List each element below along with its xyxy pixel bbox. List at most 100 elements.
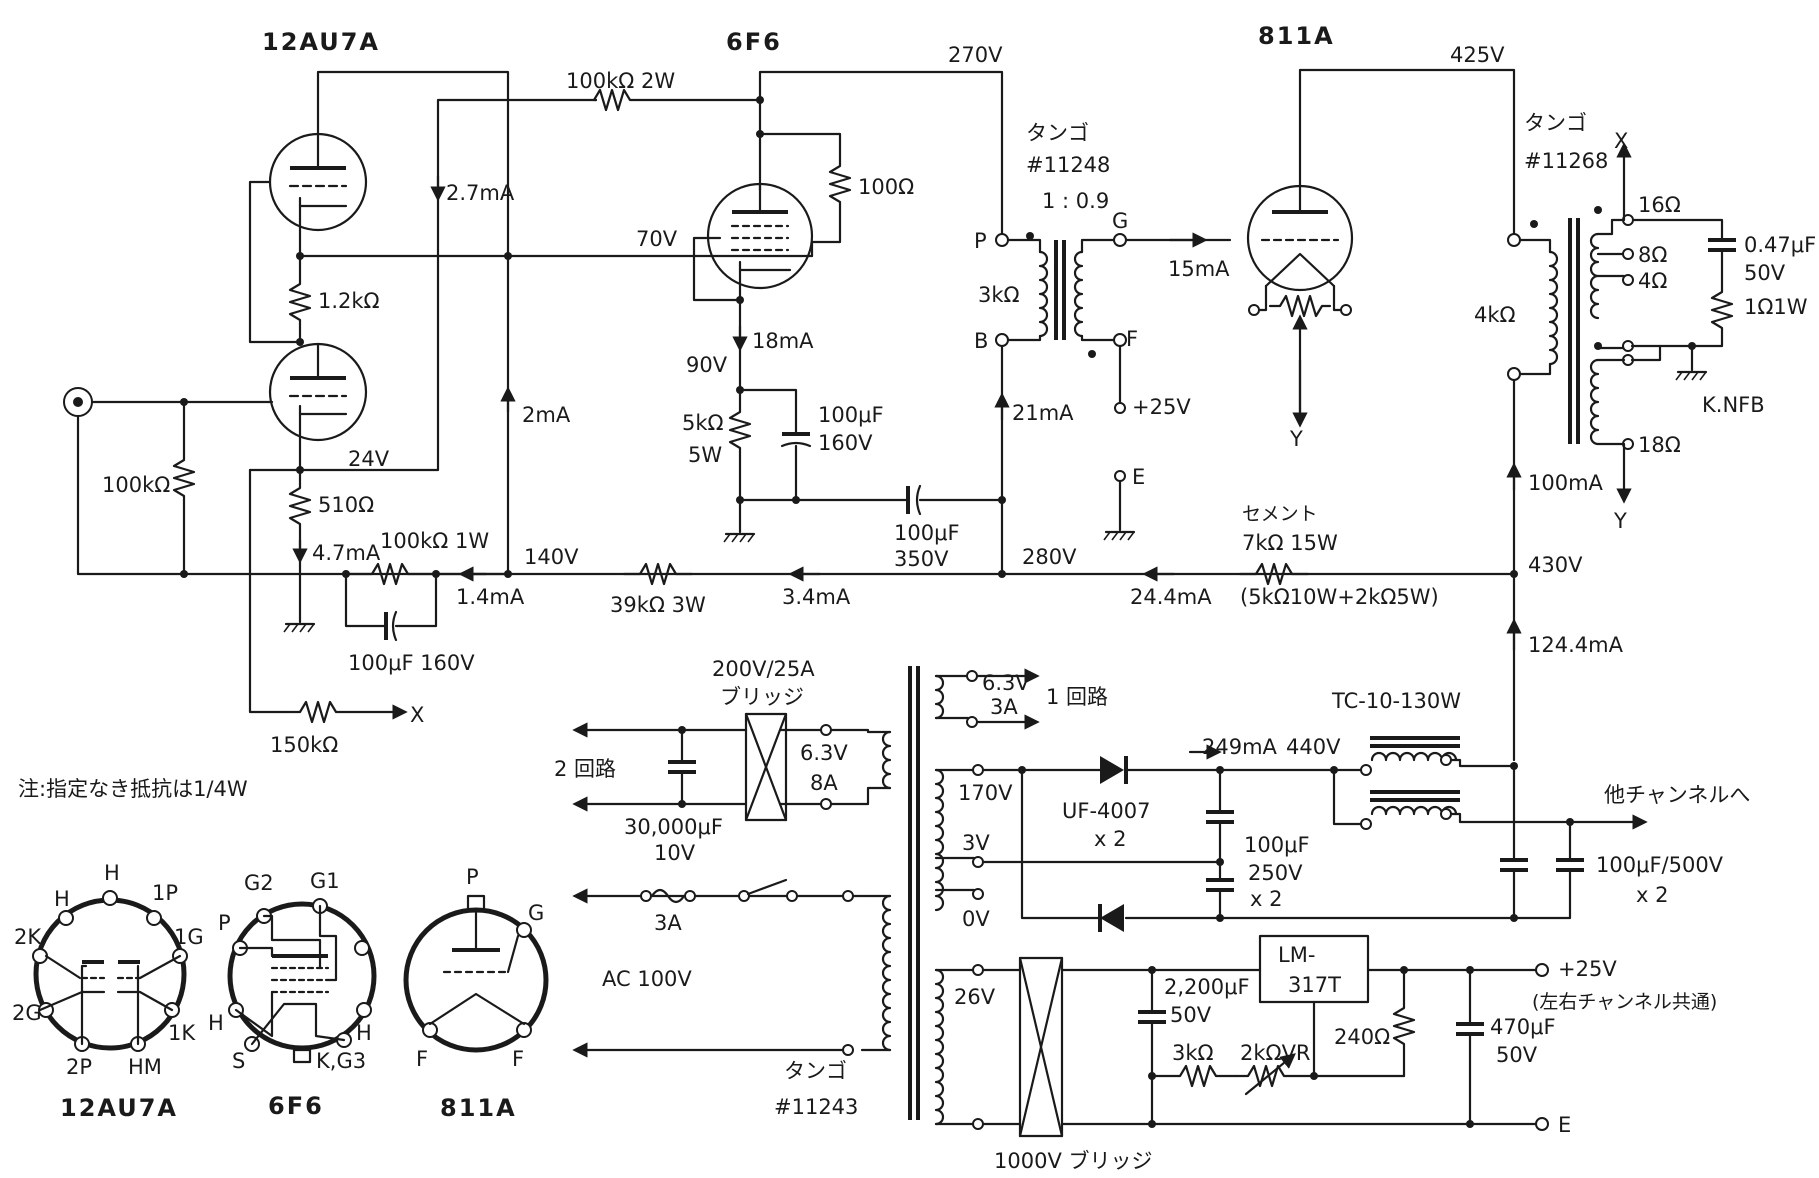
label-c30000-a: 30,000μF	[624, 815, 723, 839]
label-c100u350-b: 350V	[894, 547, 949, 571]
label-h63-3a-b: 3A	[990, 695, 1018, 719]
label-c100u500-b: x 2	[1636, 883, 1668, 907]
base-811a-p: P	[466, 865, 479, 889]
base-12au7a-2k: 2K	[14, 925, 42, 949]
label-c470-b: 50V	[1496, 1043, 1538, 1067]
label-r39k: 39kΩ 3W	[610, 593, 706, 617]
label-y-filament: Y	[1289, 427, 1303, 451]
input-jack[interactable]	[63, 387, 93, 417]
fuse-terminal	[640, 890, 652, 902]
label-other-ch: 他チャンネルへ	[1604, 783, 1750, 807]
label-b270: 270V	[948, 43, 1003, 67]
label-b280: 280V	[1022, 545, 1077, 569]
resistor-100ohm	[758, 132, 852, 244]
wire-12au7a-plate	[316, 70, 510, 572]
label-v26: 26V	[954, 985, 996, 1009]
label-h63-8a-a: 6.3V	[800, 741, 848, 765]
label-i18: 18mA	[752, 329, 814, 353]
tube-label-811a: 811A	[1258, 22, 1335, 50]
base-6f6-s: S	[232, 1049, 245, 1073]
base-12au7a-h1: H	[54, 887, 70, 911]
label-i1244: 124.4mA	[1528, 633, 1624, 657]
ground-icon	[283, 622, 316, 633]
ground-icon	[723, 532, 756, 543]
capacitor-30000u	[668, 760, 696, 774]
capacitor-470u	[1456, 1022, 1484, 1036]
resistor-100k-2w	[592, 88, 762, 112]
label-ptx-maker: タンゴ	[784, 1059, 847, 1083]
resistor-5k	[728, 388, 752, 502]
label-c100u250-b: 250V	[1248, 861, 1303, 885]
base-6f6-g2: G2	[244, 871, 274, 895]
base-12au7a-h2: H	[104, 861, 120, 885]
transformer-output	[1518, 206, 1602, 446]
base-6f6-h2: H	[356, 1021, 372, 1045]
base-811a-f1: F	[416, 1047, 428, 1071]
capacitor-047u	[1708, 238, 1736, 252]
label-oute: E	[1558, 1113, 1571, 1137]
label-out25: +25V	[1558, 957, 1617, 981]
label-common: (左右チャンネル共通)	[1532, 991, 1717, 1013]
label-v3: 3V	[962, 831, 990, 855]
label-b440: 440V	[1286, 735, 1341, 759]
label-i27: 2.7mA	[446, 181, 515, 205]
label-bridge2: 1000V ブリッジ	[994, 1149, 1152, 1173]
capacitor-100u-500v-b	[1556, 858, 1584, 872]
base-diagram-12au7a	[32, 890, 188, 1052]
tube-12au7a-lower	[268, 342, 368, 442]
tube-6f6	[706, 182, 814, 290]
label-r5k-b: 5W	[688, 443, 722, 467]
label-r7k-detail: (5kΩ10W+2kΩ5W)	[1240, 585, 1439, 609]
label-it-p: P	[974, 229, 987, 253]
wire-nfb-return	[298, 98, 598, 472]
resistor-3k	[1150, 1064, 1238, 1088]
base-6f6-name: 6F6	[268, 1092, 324, 1120]
label-diode-a: UF-4007	[1062, 799, 1150, 823]
label-r3k: 3kΩ	[1172, 1041, 1214, 1065]
label-circuit2: 2 回路	[554, 757, 616, 781]
label-b430: 430V	[1528, 553, 1583, 577]
switch-icon[interactable]	[746, 878, 788, 896]
label-r2kvr: 2kΩVR	[1240, 1041, 1311, 1065]
terminal-it-b	[995, 333, 1009, 347]
label-h63-8a-b: 8A	[810, 771, 838, 795]
base-6f6-p: P	[218, 911, 231, 935]
label-t16: 16Ω	[1638, 193, 1681, 217]
resistor-1ohm	[1690, 250, 1734, 348]
resistor-100k-1w	[344, 562, 438, 586]
potentiometer-filament	[1268, 294, 1332, 318]
label-c100u350-a: 100μF	[894, 521, 960, 545]
base-12au7a-1k: 1K	[168, 1021, 196, 1045]
label-k24: 24V	[348, 447, 390, 471]
terminal-it-f	[1113, 333, 1127, 347]
label-r150k: 150kΩ	[270, 733, 338, 757]
label-g70: 70V	[636, 227, 678, 251]
resistor-510	[288, 468, 312, 576]
fuse-icon	[650, 888, 686, 904]
label-t4: 4Ω	[1638, 269, 1667, 293]
label-c100u160-k-a: 100μF	[818, 403, 884, 427]
label-r100k1w: 100kΩ 1W	[380, 529, 489, 553]
capacitor-100u-250v-upper	[1206, 810, 1234, 824]
transformer-interstage	[1006, 232, 1116, 358]
label-b425: 425V	[1450, 43, 1505, 67]
label-ot-maker: タンゴ	[1524, 111, 1587, 135]
label-bias25: +25V	[1132, 395, 1191, 419]
label-c100u500-a: 100μF/500V	[1596, 853, 1724, 877]
label-bridge1-a: 200V/25A	[712, 657, 815, 681]
label-x-out: X	[1614, 129, 1628, 153]
label-diode-b: x 2	[1094, 827, 1126, 851]
label-k90: 90V	[686, 353, 728, 377]
label-i15: 15mA	[1168, 257, 1230, 281]
label-ptx-model: #11243	[774, 1095, 858, 1119]
label-it-g: G	[1112, 209, 1128, 233]
base-12au7a-hm: HM	[128, 1055, 162, 1079]
base-diagram-811a	[403, 894, 549, 1053]
label-ot-model: #11268	[1524, 149, 1608, 173]
label-b140: 140V	[524, 545, 579, 569]
resistor-7k-15w	[1238, 562, 1310, 586]
label-fuse: 3A	[654, 911, 682, 935]
label-it-imp: 3kΩ	[978, 283, 1020, 307]
note-resistor-wattage: 注:指定なき抵抗は1/4W	[18, 777, 248, 801]
resistor-1-2k	[288, 254, 312, 346]
